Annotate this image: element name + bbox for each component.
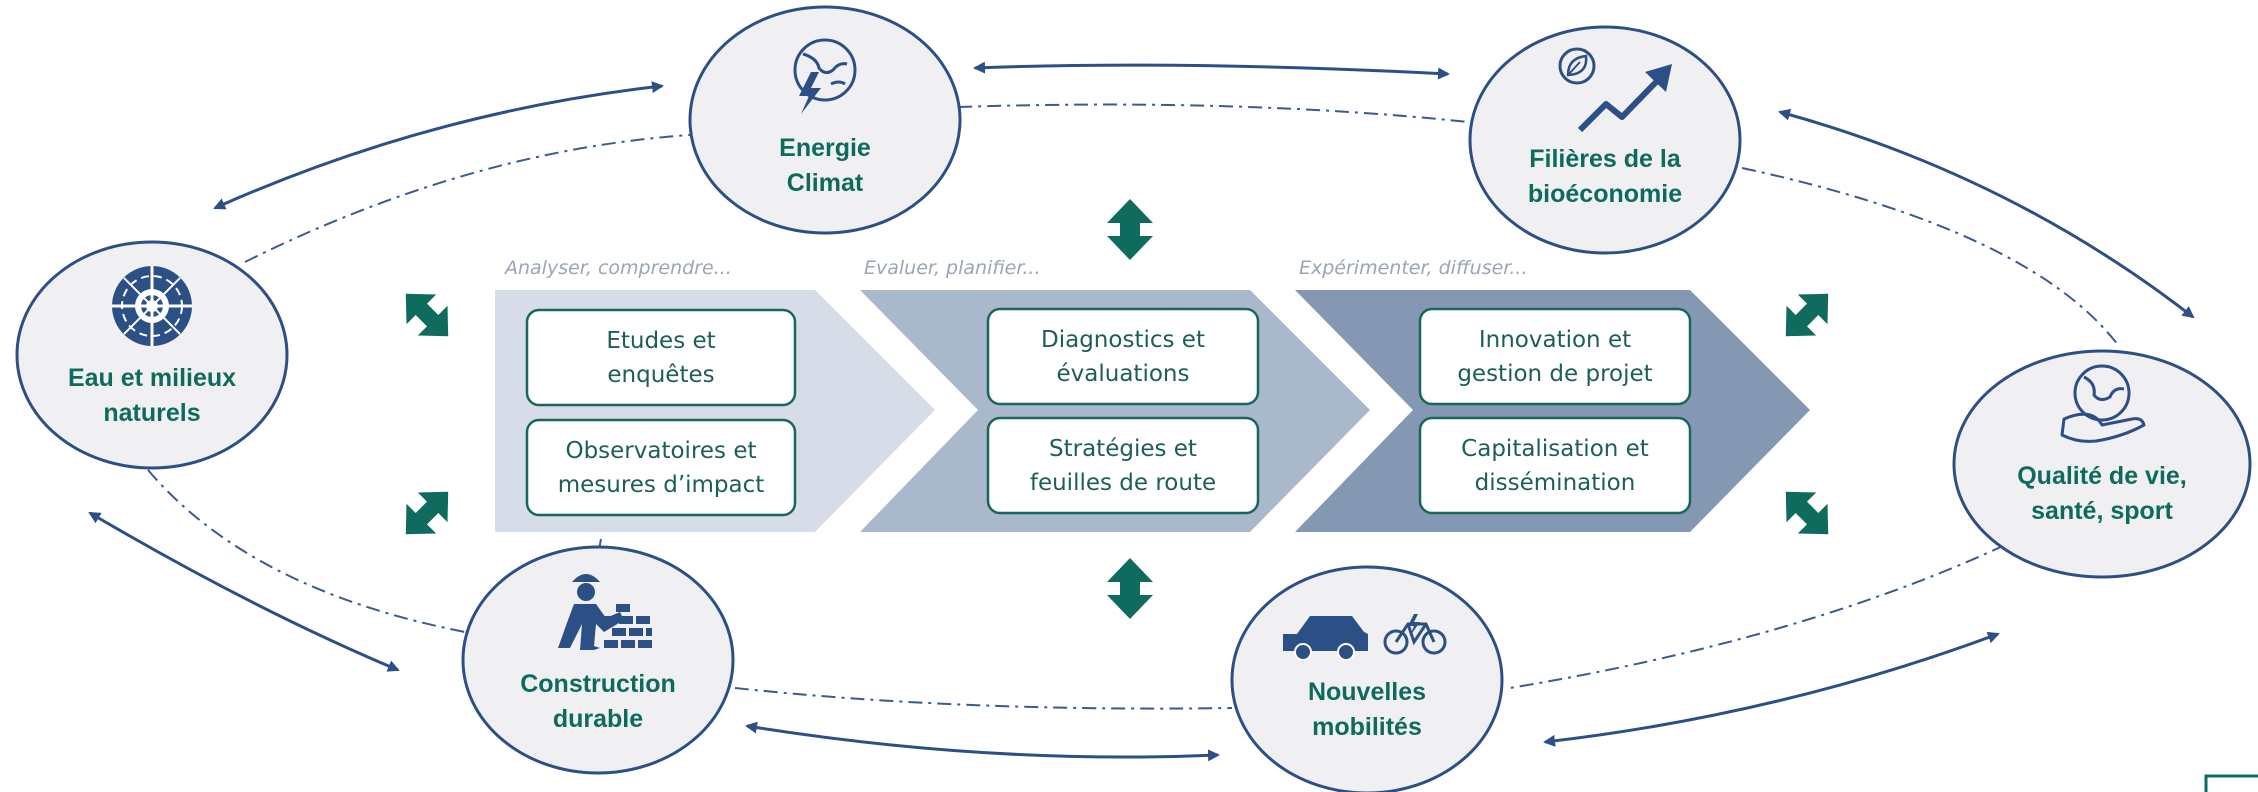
box-observatoires-line2: mesures d’impact bbox=[557, 471, 765, 498]
box-diagnostics-line2: évaluations bbox=[1056, 360, 1190, 387]
arrow-filieres-qualite bbox=[1778, 108, 2195, 319]
hand-globe-icon bbox=[2060, 364, 2146, 443]
label-energie: Energie Climat bbox=[745, 131, 905, 201]
teal-arrow-top bbox=[1107, 199, 1153, 260]
arrow-construction-mobilites bbox=[745, 721, 1220, 762]
label-mobilites-line1: Nouvelles bbox=[1307, 678, 1427, 706]
teal-arrow-top-right bbox=[1785, 293, 1829, 337]
box-innovation-line1: Innovation et bbox=[1478, 326, 1632, 353]
circle-qualite bbox=[1952, 349, 2252, 579]
label-filieres: Filières de la bioéconomie bbox=[1500, 142, 1710, 212]
box-capitalisation: Capitalisation et dissémination bbox=[1420, 418, 1690, 513]
box-strategies: Stratégies et feuilles de route bbox=[988, 418, 1258, 513]
label-mobilites: Nouvelles mobilités bbox=[1277, 675, 1457, 745]
water-cycle-icon bbox=[112, 266, 192, 346]
label-energie-line1: Energie bbox=[779, 134, 871, 162]
arrow-energie-filieres bbox=[973, 61, 1450, 80]
circle-mobilites bbox=[1230, 565, 1504, 792]
box-innovation: Innovation et gestion de projet bbox=[1420, 309, 1690, 404]
circle-energie bbox=[688, 5, 962, 235]
stage-label-experimenter: Expérimenter, diffuser... bbox=[1299, 257, 1528, 279]
box-diagnostics: Diagnostics et évaluations bbox=[988, 309, 1258, 404]
label-construction: Construction durable bbox=[503, 667, 693, 737]
teal-diagonal-arrows bbox=[405, 293, 1829, 535]
box-innovation-frame bbox=[1418, 307, 1692, 406]
label-construction-line1: Construction bbox=[520, 670, 676, 698]
arrow-eau-construction bbox=[88, 511, 400, 672]
stage-label-analyser: Analyser, comprendre... bbox=[505, 257, 732, 279]
label-qualite-line2: santé, sport bbox=[2031, 497, 2173, 525]
box-strategies-frame bbox=[986, 416, 1260, 515]
arrow-eau-energie bbox=[213, 81, 664, 210]
stage-label-evaluer: Evaluer, planifier... bbox=[864, 257, 1041, 279]
box-etudes-line1: Etudes et bbox=[606, 327, 716, 354]
theme-circles bbox=[15, 5, 2252, 792]
teal-arrow-bottom-left bbox=[405, 491, 449, 535]
dashdot-qualite-mobilites bbox=[1509, 544, 2006, 689]
box-observatoires-line1: Observatoires et bbox=[565, 437, 757, 464]
teal-arrow-bottom bbox=[1107, 558, 1153, 619]
box-capitalisation-frame bbox=[1418, 416, 1692, 515]
teal-arrow-bottom-right bbox=[1785, 491, 1829, 535]
circle-filieres bbox=[1468, 25, 1742, 255]
box-diagnostics-line1: Diagnostics et bbox=[1041, 326, 1205, 353]
box-strategies-line2: feuilles de route bbox=[1029, 469, 1217, 496]
teal-arrow-top-left bbox=[405, 293, 449, 337]
worker-bricks-icon bbox=[558, 574, 652, 650]
dashdot-eau-energie bbox=[244, 134, 691, 263]
globe-lightning-icon bbox=[793, 38, 857, 114]
label-eau-line1: Eau et milieux bbox=[67, 364, 237, 392]
label-eau: Eau et milieux naturels bbox=[47, 361, 257, 431]
box-etudes-line2: enquêtes bbox=[607, 361, 715, 388]
process-boxes bbox=[525, 307, 1692, 517]
label-qualite: Qualité de vie, santé, sport bbox=[1997, 459, 2207, 529]
dashdot-energie-filieres bbox=[957, 103, 1469, 123]
dashdot-construction-mobilites bbox=[734, 687, 1233, 710]
box-observatoires-frame bbox=[525, 418, 797, 517]
label-filieres-line2: bioéconomie bbox=[1527, 180, 1683, 208]
arrow-qualite-mobilites bbox=[1543, 631, 2000, 747]
leaf-growth-arrow-icon bbox=[1558, 47, 1672, 133]
circle-construction bbox=[461, 545, 735, 775]
box-strategies-line1: Stratégies et bbox=[1049, 435, 1197, 462]
box-observatoires: Observatoires et mesures d’impact bbox=[527, 420, 795, 515]
label-qualite-line1: Qualité de vie, bbox=[2017, 462, 2187, 490]
box-diagnostics-frame bbox=[986, 307, 1260, 406]
corner-frame bbox=[2204, 774, 2258, 792]
box-innovation-line2: gestion de projet bbox=[1457, 360, 1653, 387]
label-energie-line2: Climat bbox=[786, 169, 864, 197]
box-capitalisation-line1: Capitalisation et bbox=[1461, 435, 1649, 462]
label-filieres-line1: Filières de la bbox=[1529, 145, 1681, 173]
circle-eau bbox=[15, 240, 289, 470]
dashdot-eau-construction bbox=[147, 469, 466, 633]
box-etudes-frame bbox=[525, 308, 797, 407]
box-etudes: Etudes et enquêtes bbox=[527, 310, 795, 405]
navy-arrows bbox=[88, 61, 2195, 762]
label-construction-line2: durable bbox=[552, 705, 644, 733]
box-capitalisation-line2: dissémination bbox=[1474, 469, 1636, 496]
teal-vertical-arrows bbox=[1107, 199, 1153, 619]
label-mobilites-line2: mobilités bbox=[1312, 713, 1422, 741]
label-eau-line2: naturels bbox=[103, 399, 201, 427]
car-bicycle-icon bbox=[1283, 614, 1447, 661]
